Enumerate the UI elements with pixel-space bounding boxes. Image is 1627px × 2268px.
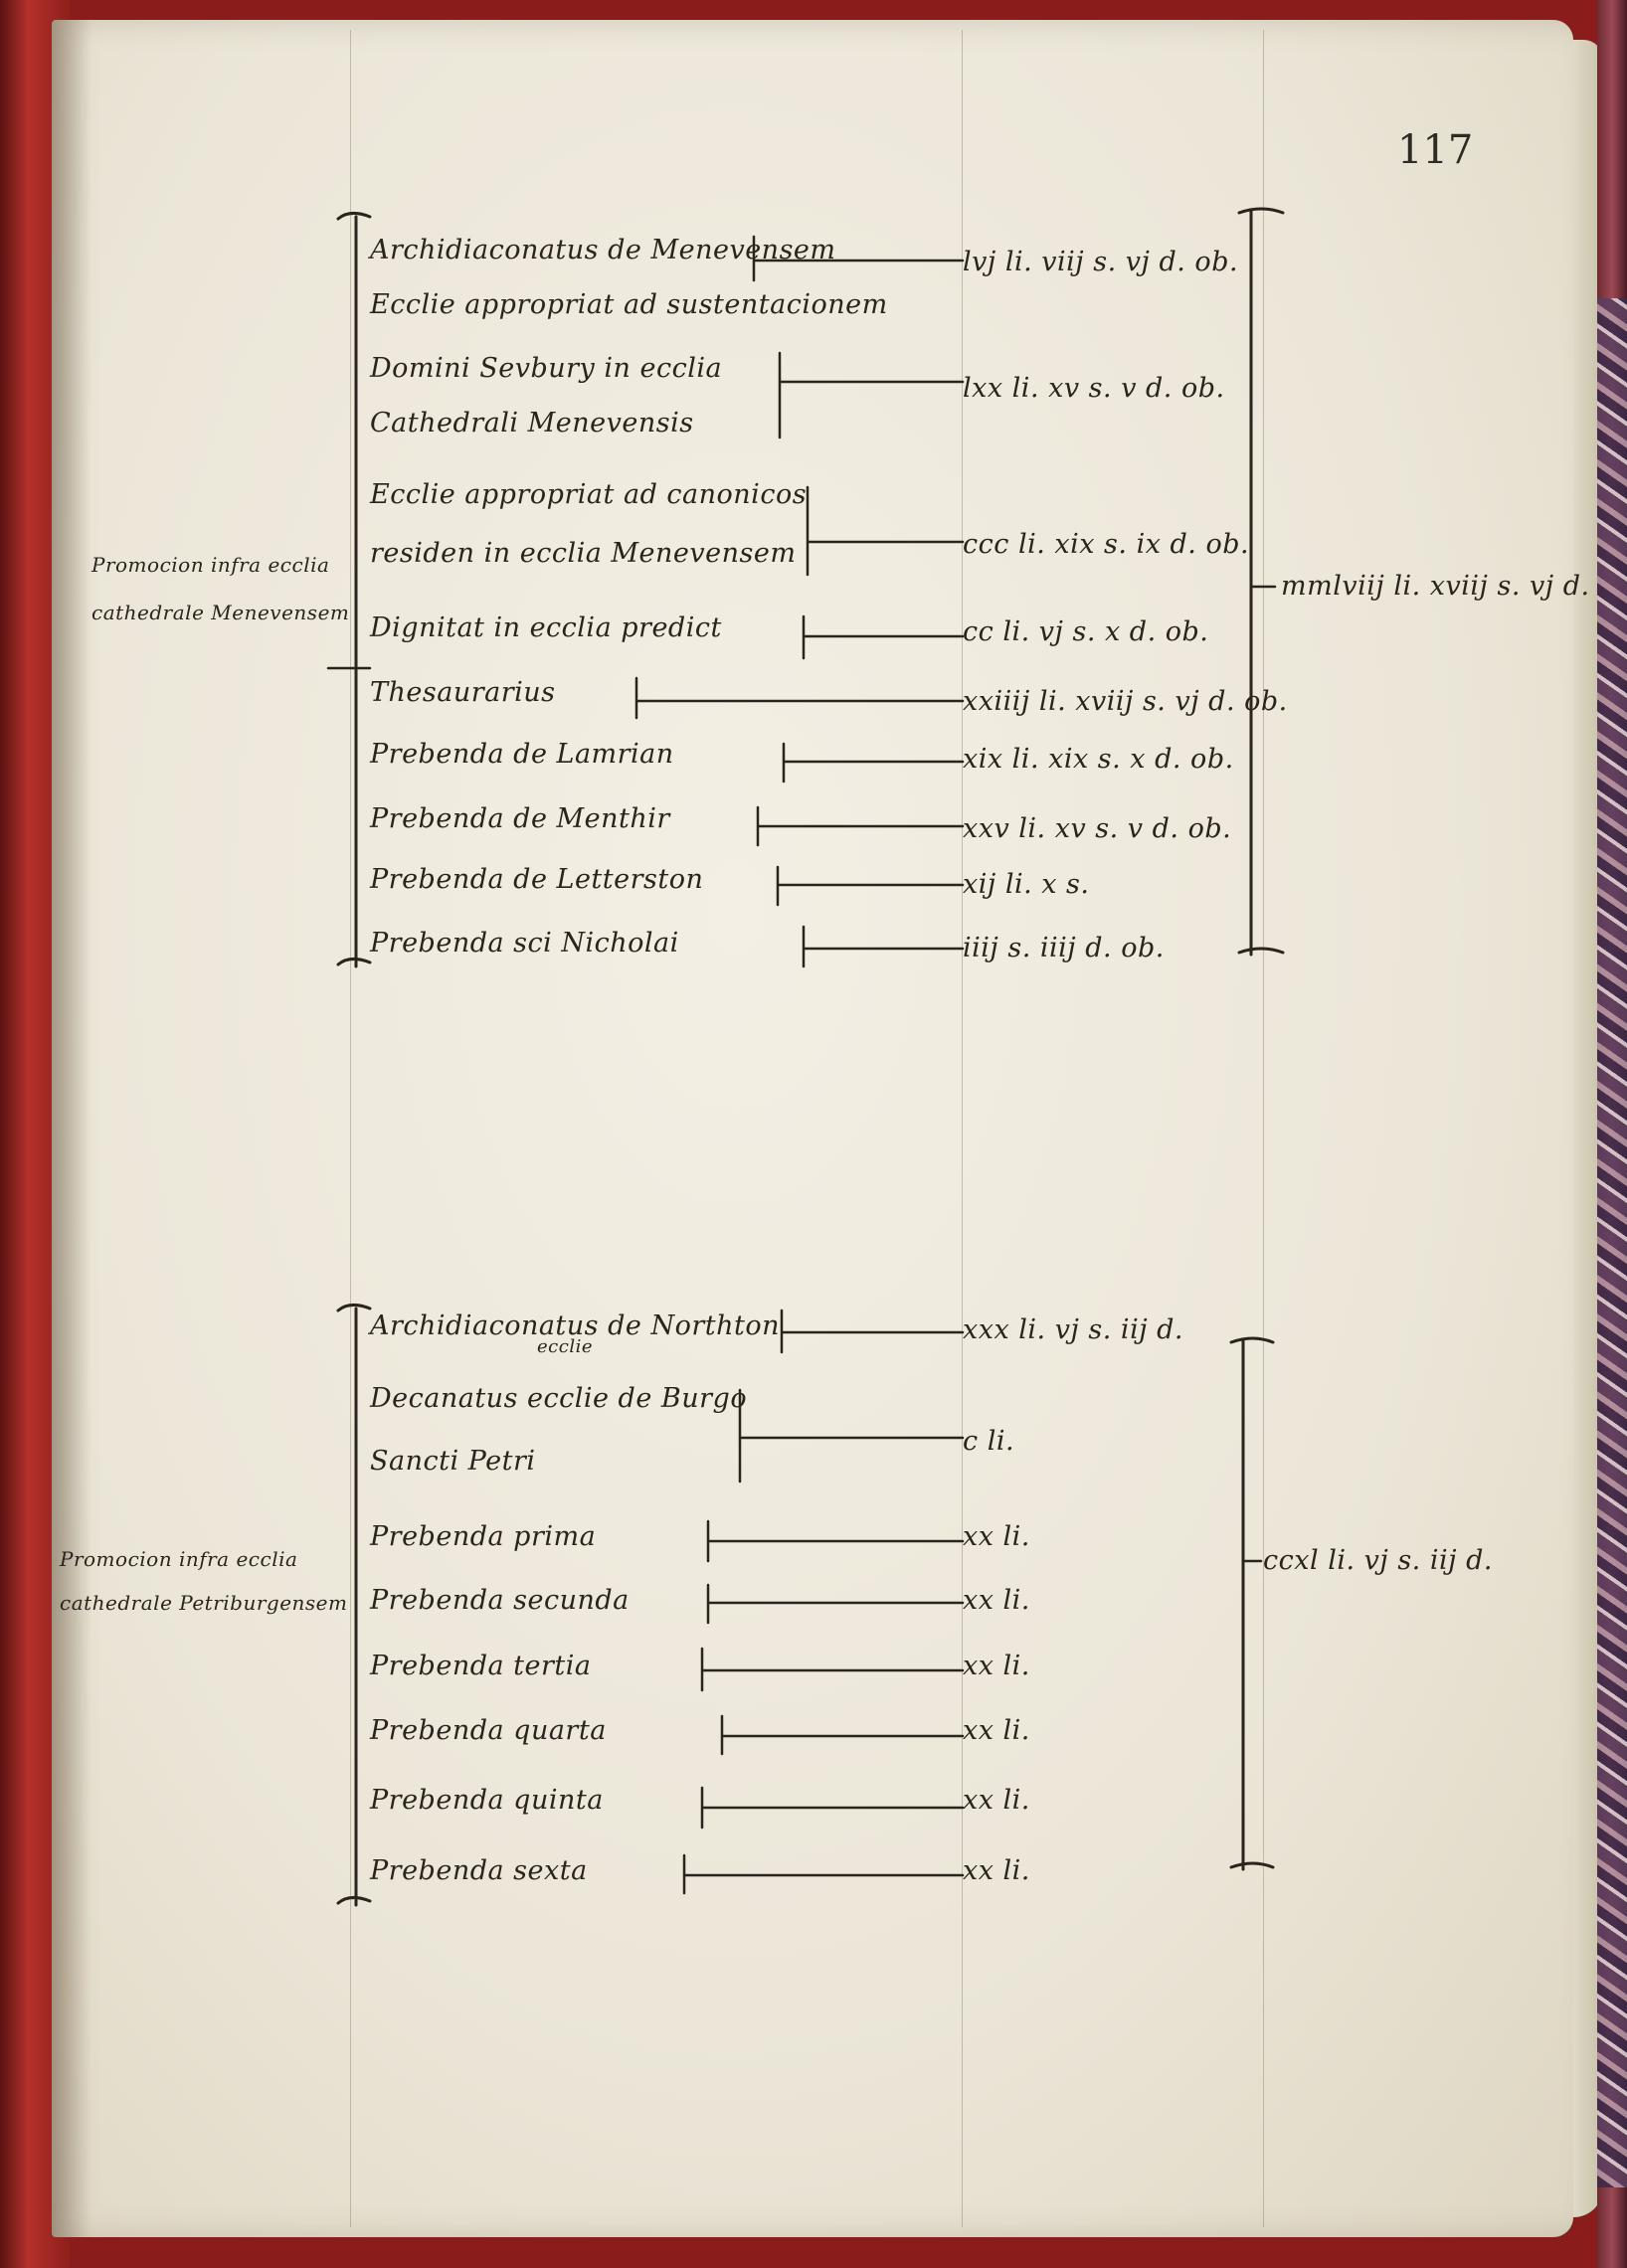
entry-text: Prebenda de Menthir: [370, 803, 670, 834]
bracket-cap: [336, 958, 372, 966]
folio-number: 117: [1397, 127, 1474, 173]
ruled-line: [350, 30, 351, 2227]
entry-value: xx li.: [963, 1715, 1030, 1746]
entry-text: Sancti Petri: [370, 1446, 536, 1477]
entry-value: xx li.: [963, 1855, 1030, 1886]
leader-line: [782, 742, 965, 784]
leader-line: [780, 1308, 965, 1354]
margin-label-line2: cathedrale Petriburgensem: [60, 1591, 348, 1615]
bracket-cap: [336, 1304, 372, 1312]
section-total: ccxl li. vj s. iij d.: [1263, 1545, 1493, 1576]
entry-text: Prebenda sexta: [370, 1855, 588, 1886]
section-total: mmlviij li. xviij s. vj d.: [1281, 571, 1590, 602]
entry-text: Ecclie appropriat ad sustentacionem: [370, 289, 888, 320]
page-gutter-shadow: [52, 20, 91, 2237]
bracket-cap: [1237, 207, 1285, 215]
leader-line: [802, 925, 965, 968]
entry-text: Archidiaconatus de Northton: [370, 1310, 780, 1341]
ruled-line: [962, 30, 963, 2227]
entry-text: Dignitat in ecclia predict: [370, 612, 722, 643]
leader-line: [720, 1714, 965, 1756]
leader-line: [706, 1583, 965, 1625]
leader-line: [752, 235, 965, 282]
entry-value: lvj li. viij s. vj d. ob.: [963, 247, 1239, 277]
bracket-cap: [1237, 947, 1285, 955]
entry-text: Prebenda sci Nicholai: [370, 928, 679, 959]
margin-label-line1: Promocion infra ecclia: [91, 553, 330, 577]
entry-text: Domini Sevbury in ecclia: [370, 353, 723, 384]
margin-label-line1: Promocion infra ecclia: [60, 1547, 298, 1571]
entry-value: xx li.: [963, 1651, 1030, 1681]
entry-text: Prebenda quarta: [370, 1715, 607, 1746]
leader-line: [700, 1786, 965, 1830]
leader-line: [738, 1388, 965, 1483]
entry-value: ccc li. xix s. ix d. ob.: [963, 529, 1250, 560]
entry-text: Prebenda tertia: [370, 1651, 592, 1681]
entry-text: Prebenda prima: [370, 1521, 597, 1552]
bracket-cap: [1229, 1336, 1275, 1344]
entry-value: xx li.: [963, 1785, 1030, 1816]
leader-line: [700, 1647, 965, 1692]
entry-text: Cathedrali Menevensis: [370, 408, 694, 438]
leader-line: [806, 485, 965, 577]
entry-value: xxv li. xv s. v d. ob.: [963, 813, 1232, 844]
entry-value: cc li. vj s. x d. ob.: [963, 616, 1209, 647]
entry-value: xx li.: [963, 1521, 1030, 1552]
ruled-line: [1263, 30, 1264, 2227]
leader-line: [802, 614, 965, 660]
entry-text: Ecclie appropriat ad canonicos: [370, 479, 808, 510]
entry-value: iiij s. iiij d. ob.: [963, 933, 1165, 963]
entry-value: c li.: [963, 1426, 1015, 1457]
leader-line: [682, 1853, 965, 1895]
entry-value: xxiiij li. xviij s. vj d. ob.: [963, 686, 1288, 717]
entry-value: xij li. x s.: [963, 869, 1090, 900]
leader-line: [778, 351, 965, 439]
entry-value: xix li. xix s. x d. ob.: [963, 744, 1234, 775]
manuscript-page: [52, 20, 1573, 2237]
bracket-cap: [336, 212, 372, 221]
leader-line: [756, 805, 965, 847]
entry-value: xxx li. vj s. iij d.: [963, 1314, 1184, 1345]
interlinear-addition: ecclie: [537, 1336, 593, 1357]
bracket-cap: [1229, 1861, 1275, 1869]
entry-text: Prebenda quinta: [370, 1785, 604, 1816]
leader-line: [634, 676, 965, 720]
entry-value: xx li.: [963, 1585, 1030, 1616]
entry-text: Prebenda de Letterston: [370, 864, 704, 895]
bracket-cap: [336, 1896, 372, 1905]
entry-text: Prebenda secunda: [370, 1585, 630, 1616]
entry-text: Prebenda de Lamrian: [370, 739, 674, 770]
entry-text: Decanatus ecclie de Burgo: [370, 1383, 748, 1414]
marbled-endpaper: [1597, 298, 1627, 2187]
leader-line: [706, 1519, 965, 1563]
leader-line: [776, 865, 965, 907]
entry-text: Thesaurarius: [370, 677, 556, 708]
margin-label-line2: cathedrale Menevensem: [91, 601, 350, 624]
entry-text: residen in ecclia Menevensem: [370, 538, 797, 569]
entry-value: lxx li. xv s. v d. ob.: [963, 373, 1225, 404]
